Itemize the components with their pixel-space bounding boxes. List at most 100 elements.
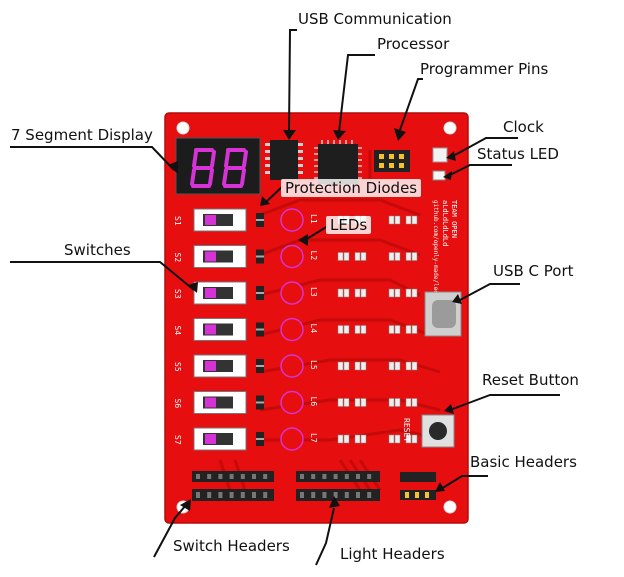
- label-usb-communication: USB Communication: [298, 10, 452, 28]
- led-label-group: L6: [309, 397, 318, 407]
- header-pin: [345, 474, 349, 479]
- switch-label-group: S1: [173, 216, 182, 226]
- smd-resistor: [389, 253, 394, 261]
- smd-resistor: [412, 326, 417, 334]
- smd-resistor: [412, 216, 417, 224]
- smd-resistor: [406, 216, 411, 224]
- switch-silk-label: S3: [173, 289, 182, 299]
- smd-resistor: [355, 399, 360, 407]
- led-silk-label: L3: [309, 287, 318, 297]
- header-pin: [196, 474, 200, 479]
- smd-resistor: [355, 435, 360, 443]
- smd-resistor: [389, 216, 394, 224]
- label-processor: Processor: [377, 35, 449, 53]
- switch-knob: [205, 361, 216, 371]
- smd-resistor: [361, 289, 366, 297]
- led-label-group: L7: [309, 433, 318, 443]
- header-pin: [241, 474, 245, 479]
- switch-label-group: S5: [173, 362, 182, 372]
- label-usb-c-port: USB C Port: [493, 262, 574, 280]
- smd-resistor: [355, 326, 360, 334]
- smd-resistor: [389, 399, 394, 407]
- smd-resistor: [338, 399, 343, 407]
- led: [281, 319, 303, 341]
- smd-resistor: [395, 253, 400, 261]
- switch-label-group: S4: [173, 326, 182, 336]
- switch-silk-label: S1: [173, 216, 182, 226]
- smd-resistor: [338, 326, 343, 334]
- header-pin: [218, 474, 222, 479]
- usb-communication-chip: [265, 140, 303, 180]
- switch-knob: [205, 325, 216, 335]
- switch-knob: [205, 434, 216, 444]
- header-pin: [345, 492, 349, 498]
- smd-resistor: [406, 399, 411, 407]
- silk-url: aLdLdLdLdLd: [441, 200, 449, 246]
- header-pin: [207, 492, 211, 498]
- label-leds: LEDs: [326, 216, 371, 234]
- header-pin: [311, 474, 315, 479]
- smd-resistor: [361, 326, 366, 334]
- smd-resistor: [344, 435, 349, 443]
- led-silk-label: L7: [309, 433, 318, 443]
- smd-resistor: [395, 399, 400, 407]
- switch-silk-label: S2: [173, 253, 182, 263]
- smd-resistor: [406, 289, 411, 297]
- led-label-group: L1: [309, 214, 318, 224]
- smd-resistor: [338, 253, 343, 261]
- mount-hole-br: [444, 501, 456, 513]
- header-pin: [207, 474, 211, 479]
- header-pin: [300, 474, 304, 479]
- programmer-pins: [374, 150, 410, 172]
- header-pin: [230, 474, 234, 479]
- smd-resistor: [355, 289, 360, 297]
- smd-resistor: [338, 435, 343, 443]
- led: [281, 246, 303, 268]
- led: [281, 355, 303, 377]
- header-pin: [263, 474, 267, 479]
- smd-resistor: [344, 326, 349, 334]
- smd-resistor: [395, 435, 400, 443]
- header-pin: [263, 492, 267, 498]
- label-protection-diodes: Protection Diodes: [281, 179, 421, 197]
- seven-segment-display: [176, 138, 260, 194]
- smd-resistor: [361, 362, 366, 370]
- header-pin: [252, 492, 256, 498]
- silk-team: TEAM OPEN: [450, 200, 458, 238]
- header-pin: [241, 492, 245, 498]
- label-reset-button: Reset Button: [482, 371, 579, 389]
- smd-resistor: [355, 362, 360, 370]
- led-label-group: L5: [309, 360, 318, 370]
- header-pin: [252, 474, 256, 479]
- header-pin: [356, 474, 360, 479]
- reset-button[interactable]: [422, 415, 454, 447]
- switch-knob: [205, 215, 216, 225]
- header-pin: [367, 474, 371, 479]
- led: [281, 392, 303, 414]
- diode-band: [256, 365, 264, 367]
- smd-resistor: [406, 253, 411, 261]
- label-switch-headers: Switch Headers: [173, 537, 290, 555]
- clock-crystal: [433, 148, 447, 162]
- smd-resistor: [344, 362, 349, 370]
- smd-resistor: [344, 253, 349, 261]
- diode-band: [256, 438, 264, 440]
- led-label-group: L3: [309, 287, 318, 297]
- led-silk-label: L2: [309, 251, 318, 261]
- smd-resistor: [395, 216, 400, 224]
- led-silk-label: L4: [309, 324, 318, 334]
- label-seven-segment: 7 Segment Display: [11, 126, 153, 144]
- header-pin: [218, 492, 222, 498]
- header-pin: [230, 492, 234, 498]
- smd-resistor: [406, 326, 411, 334]
- led: [281, 209, 303, 231]
- smd-resistor: [395, 289, 400, 297]
- label-switches: Switches: [64, 241, 131, 259]
- led: [281, 282, 303, 304]
- switch-label-group: S7: [173, 435, 182, 445]
- switch-knob: [205, 398, 216, 408]
- led: [281, 428, 303, 450]
- smd-resistor: [395, 362, 400, 370]
- diode-band: [256, 292, 264, 294]
